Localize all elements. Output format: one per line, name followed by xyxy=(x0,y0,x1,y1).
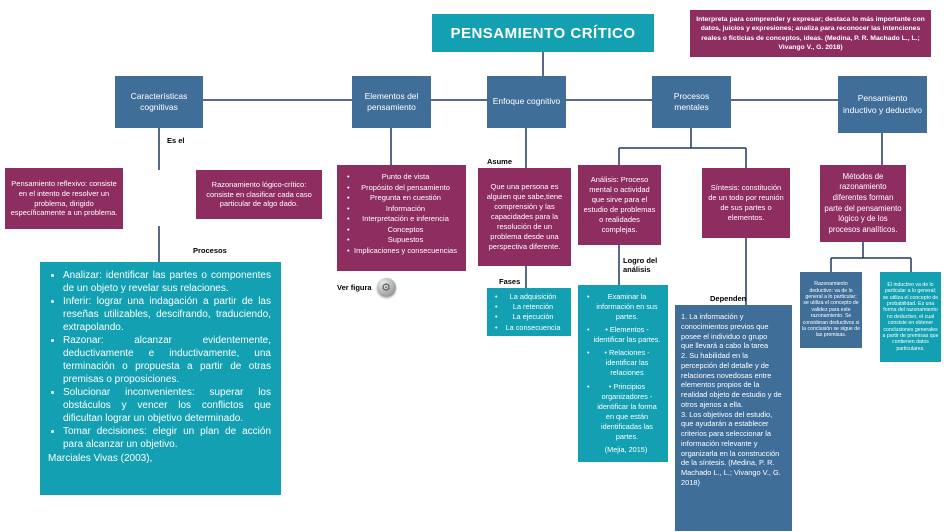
ver-figura-row: Ver figura ⚙ xyxy=(337,278,396,297)
list-item: Información xyxy=(341,204,462,215)
fases-box: La adquisición La retención La ejecución… xyxy=(487,288,571,336)
label-fases: Fases xyxy=(499,277,521,286)
list-item: La ejecución xyxy=(489,312,569,322)
elementos-box: Punto de vista Propósito del pensamiento… xyxy=(337,165,466,271)
list-item: La consecuencia xyxy=(489,323,569,333)
label-es-el: Es el xyxy=(167,136,185,145)
analisis-box: Análisis: Proceso mental o actividad que… xyxy=(578,165,661,245)
label-logro-analisis: Logro del análisis xyxy=(623,256,658,274)
list-item: • Relaciones - identificar las relacione… xyxy=(581,348,665,378)
label-ver-figura: Ver figura xyxy=(337,283,372,292)
label-asume: Asume xyxy=(487,157,513,166)
list-item: Analizar: identificar las partes o compo… xyxy=(63,270,271,295)
list-item: Tomar decisiones: elegir un plan de acci… xyxy=(63,426,271,451)
empty-node xyxy=(129,170,195,226)
list-item: • Elementos - identificar las partes. xyxy=(581,325,665,345)
list-item: Interpretación e inferencia xyxy=(341,214,462,225)
branch-caracteristicas: Características cognitivas xyxy=(115,76,203,128)
source-citation: Marciales Vivas (2003), xyxy=(48,452,153,464)
list-item: Implicaciones y consecuencias xyxy=(341,246,462,257)
page-title: PENSAMIENTO CRÍTICO xyxy=(432,14,654,52)
metodos-razonamiento-box: Métodos de razonamiento diferentes forma… xyxy=(820,165,906,242)
list-item: Inferir: lograr una indagación a partir … xyxy=(63,296,271,334)
source-citation: (Mejia, 2015) xyxy=(604,444,648,454)
asume-box: Que una persona es alguien que sabe,tien… xyxy=(478,168,571,266)
razonamiento-logico-box: Razonamiento lógico-crítico: consiste en… xyxy=(196,170,322,219)
sintesis-box: Síntesis: constitución de un todo por re… xyxy=(702,168,790,238)
razonamiento-inductivo-box: El inductivo va de lo particular a lo ge… xyxy=(880,272,941,362)
gear-icon[interactable]: ⚙ xyxy=(376,278,396,297)
list-item: Pregunta en cuestión xyxy=(341,193,462,204)
branch-inductivo-deductivo: Pensamiento inductivo y deductivo xyxy=(838,76,927,133)
list-item: Solucionar inconvenientes: superar los o… xyxy=(63,387,271,425)
dependen-box: 1. La información y conocimientos previo… xyxy=(675,305,792,531)
list-item: Propósito del pensamiento xyxy=(341,183,462,194)
fases-list: La adquisición La retención La ejecución… xyxy=(489,292,569,333)
logro-list: Examinar la información en sus partes. •… xyxy=(581,292,665,442)
list-item: La retención xyxy=(489,302,569,312)
branch-procesos-mentales: Procesos mentales xyxy=(652,76,731,128)
list-item: • Principios organizadores - identificar… xyxy=(581,382,665,442)
elementos-list: Punto de vista Propósito del pensamiento… xyxy=(341,172,462,256)
label-dependen: Dependen xyxy=(710,294,747,303)
list-item: Conceptos xyxy=(341,225,462,236)
list-item: Razonar: alcanzar evidentemente, deducti… xyxy=(63,335,271,386)
razonamiento-deductivo-box: Razonamiento deductivo: va de lo general… xyxy=(800,272,862,348)
pensamiento-reflexivo-box: Pensamiento reflexivo: consiste en el in… xyxy=(5,168,123,229)
procesos-list: Analizar: identificar las partes o compo… xyxy=(48,270,271,452)
label-procesos: Procesos xyxy=(193,246,227,255)
list-item: Supuestos xyxy=(341,235,462,246)
list-item: Punto de vista xyxy=(341,172,462,183)
branch-enfoque: Enfoque cognitivo xyxy=(487,76,566,128)
logro-analisis-box: Examinar la información en sus partes. •… xyxy=(578,285,668,462)
list-item: La adquisición xyxy=(489,292,569,302)
list-item: Examinar la información en sus partes. xyxy=(581,292,665,322)
procesos-box: Analizar: identificar las partes o compo… xyxy=(40,262,281,495)
branch-elementos: Elementos del pensamiento xyxy=(352,76,431,128)
definition-note: Interpreta para comprender y expresar; d… xyxy=(690,10,931,57)
